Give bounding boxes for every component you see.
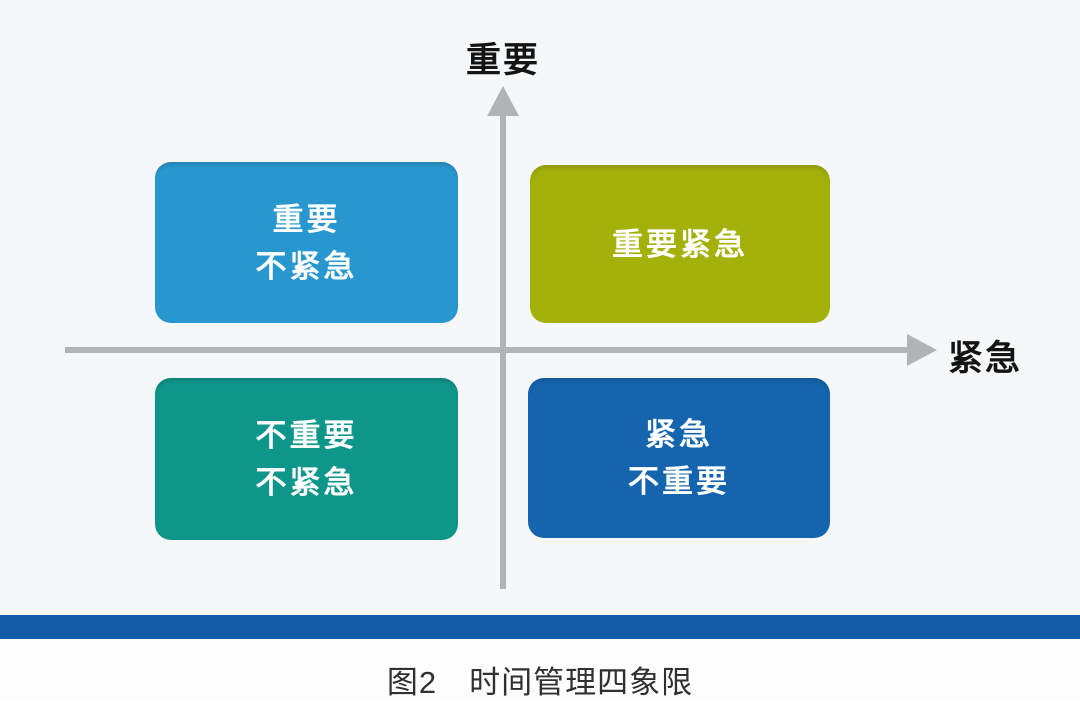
quadrant-label-line: 不紧急 xyxy=(255,465,358,500)
quadrant-label-line: 不重要 xyxy=(255,418,358,453)
quadrant-card-urgent-not-important: 紧急 不重要 xyxy=(528,378,847,538)
arrow-right-icon xyxy=(907,334,937,366)
x-axis-label: 紧急 xyxy=(948,339,1023,378)
y-axis-label: 重要 xyxy=(465,41,541,80)
figure-caption: 图2 时间管理四象限 xyxy=(386,665,694,700)
arrow-up-icon xyxy=(487,86,519,116)
quadrant-label-line: 紧急 xyxy=(645,417,713,452)
quadrant-label-line: 重要 xyxy=(272,201,341,237)
caption-background xyxy=(0,639,1080,699)
quadrant-label-line: 不重要 xyxy=(628,464,730,499)
quadrant-card-important-urgent: 重要紧急 xyxy=(530,165,847,323)
x-axis-line xyxy=(65,347,909,353)
divider-bar xyxy=(0,615,1080,639)
quadrant-card-not-important-not-urgent: 不重要 不紧急 xyxy=(155,378,475,540)
quadrant-card-important-not-urgent: 重要 不紧急 xyxy=(155,162,475,323)
quadrant-label-line: 重要紧急 xyxy=(612,226,748,262)
quadrant-label-line: 不紧急 xyxy=(255,248,358,284)
